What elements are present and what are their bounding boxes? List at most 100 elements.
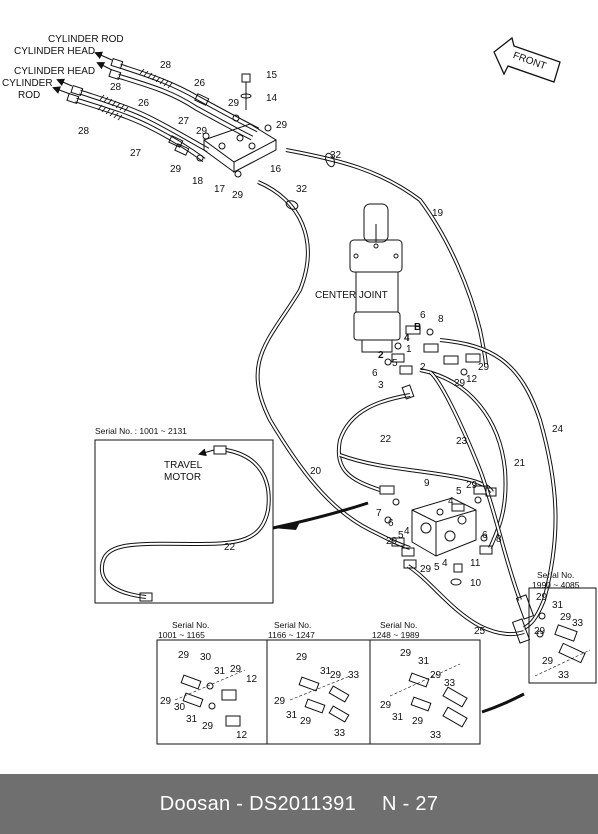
callout: 7 [376, 508, 382, 519]
callout: 6 [420, 310, 426, 321]
detail-fittings-bottom [180, 672, 468, 728]
callout: 32 [296, 184, 308, 195]
travel-motor-detail-box [94, 439, 274, 604]
callout: 29 [178, 650, 190, 661]
callout: 29 [430, 670, 442, 681]
callout: 1 [406, 344, 412, 355]
hose-bracket [196, 73, 278, 178]
callout: 15 [266, 70, 278, 81]
callout: 31 [186, 714, 198, 725]
callout: 29 [300, 716, 312, 727]
label-cylinder-rod-l1: CYLINDER [2, 78, 53, 89]
callout: 33 [430, 730, 442, 741]
cylinder-hose-group [52, 51, 260, 163]
callout: 28 [160, 60, 172, 71]
label-serial-1166-1247-1: Serial No. [274, 620, 311, 630]
callout: 31 [286, 710, 298, 721]
callout: 3 [378, 380, 384, 391]
callout: 18 [192, 176, 204, 187]
hydraulic-travel-line-diagram: CYLINDER ROD CYLINDER HEAD CYLINDER HEAD… [2, 34, 597, 745]
callout: 29 [160, 696, 172, 707]
label-serial-1990-4085-2: 1990 ~ 4085 [532, 580, 580, 590]
callout: 29 [478, 362, 490, 373]
callout: 33 [444, 678, 456, 689]
callout: 29 [296, 652, 308, 663]
callout: 25 [474, 626, 486, 637]
callout: 33 [348, 670, 360, 681]
callout: 6 [372, 368, 378, 379]
callout: 20 [310, 466, 322, 477]
serial-1990-4085-box [528, 587, 597, 684]
callout: 30 [174, 702, 186, 713]
callout: 27 [130, 148, 142, 159]
label-serial-1248-1989-2: 1248 ~ 1989 [372, 630, 420, 640]
callout: 23 [456, 436, 468, 447]
callout: 29 [230, 664, 242, 675]
label-serial-1001-1165-2: 1001 ~ 1165 [158, 630, 205, 640]
callout: 19 [432, 208, 444, 219]
label-cylinder-rod-top: CYLINDER ROD [48, 34, 124, 45]
callout: 33 [572, 618, 584, 629]
center-joint [349, 203, 403, 353]
callout: 29 [560, 612, 572, 623]
right-detail-fittings [511, 594, 586, 664]
label-cylinder-head-mid: CYLINDER HEAD [14, 66, 95, 77]
label-serial-1166-1247-2: 1166 ~ 1247 [268, 630, 315, 640]
callout: 5 [392, 358, 398, 369]
callout: 31 [418, 656, 430, 667]
callout: 14 [266, 93, 278, 104]
callout: 29 [196, 126, 208, 137]
callout: 29 [400, 648, 412, 659]
callout: 29 [228, 98, 240, 109]
callout: 29 [412, 716, 424, 727]
center-joint-fittings [384, 325, 481, 400]
callout: 33 [334, 728, 346, 739]
label-serial-1990-4085-1: Serial No. [537, 570, 574, 580]
label-cylinder-rod-l2: ROD [18, 90, 40, 101]
serial-1248-1989-box [369, 639, 481, 745]
callout: 29 [386, 536, 398, 547]
detail-leader-travel [272, 501, 369, 530]
label-serial-1001-2131: Serial No. : 1001 ~ 2131 [95, 426, 187, 436]
callout: 21 [514, 458, 526, 469]
callout: 12 [246, 674, 258, 685]
callout: 12 [466, 374, 478, 385]
callout: 22 [224, 542, 236, 553]
callout: 31 [214, 666, 226, 677]
long-hoses [255, 148, 558, 637]
callout: 27 [178, 116, 190, 127]
callout: 26 [138, 98, 150, 109]
callout: 28 [78, 126, 90, 137]
callout: 17 [214, 184, 226, 195]
callout: 9 [424, 478, 430, 489]
serial-1166-1247-box [266, 639, 371, 745]
callout: 29 [536, 592, 548, 603]
callout: 12 [236, 730, 248, 741]
callout: 5 [456, 486, 462, 497]
callout: 31 [552, 600, 564, 611]
footer-page-number: N - 27 [382, 792, 439, 815]
callout: 24 [552, 424, 564, 435]
callout: 2 [378, 350, 384, 361]
callout: 2 [420, 362, 426, 373]
callout: 5 [434, 562, 440, 573]
callout: 4 [404, 526, 410, 537]
callout: 4 [448, 496, 454, 507]
footer-bar: Doosan - DS2011391 N - 27 [0, 774, 598, 834]
callout: 32 [330, 150, 342, 161]
part-callouts: 28 26 28 26 27 28 27 15 14 29 29 29 16 2… [78, 60, 584, 741]
callout: 5 [398, 530, 404, 541]
footer-brand: Doosan - DS2011391 [159, 792, 356, 815]
callout: 33 [558, 670, 570, 681]
callout: 22 [380, 434, 392, 445]
label-travel-motor-2: MOTOR [164, 472, 201, 483]
callout: 29 [170, 164, 182, 175]
label-serial-1248-1989-1: Serial No. [380, 620, 417, 630]
callout: 29 [534, 626, 546, 637]
valve-block [379, 485, 497, 586]
callout: 4 [442, 558, 448, 569]
callout: 28 [110, 82, 122, 93]
callout: 10 [470, 578, 482, 589]
callout: 29 [202, 721, 214, 732]
callout: 30 [200, 652, 212, 663]
